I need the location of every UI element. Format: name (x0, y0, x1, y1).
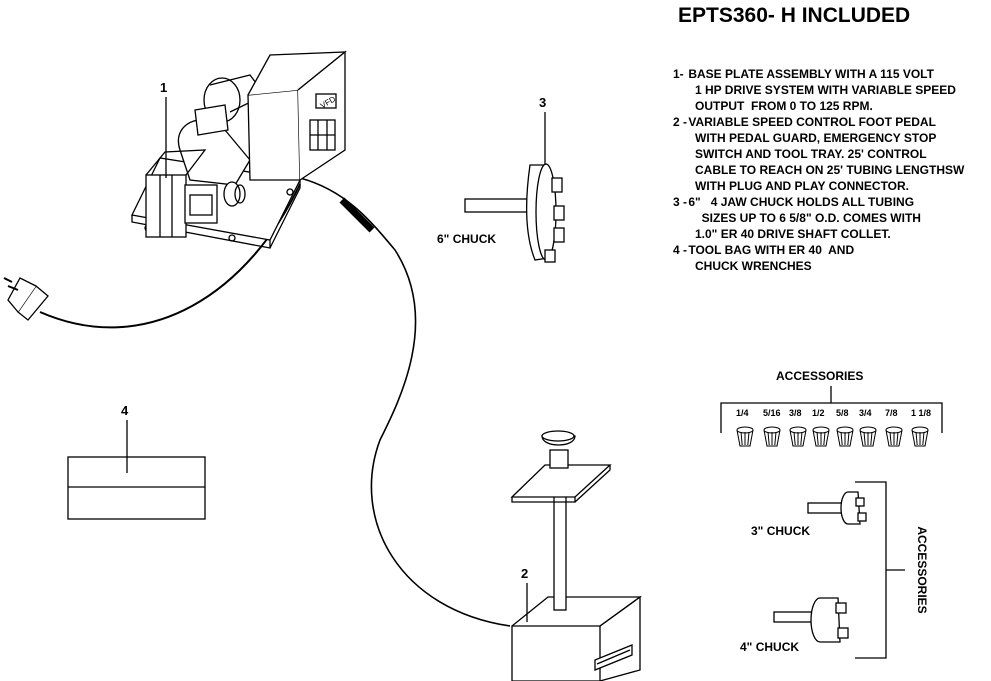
description-list: 1- BASE PLATE ASSEMBLY WITH A 115 VOLT 1… (673, 66, 991, 274)
page-title: EPTS360- H INCLUDED (678, 4, 911, 27)
description-line: 1- BASE PLATE ASSEMBLY WITH A 115 VOLT (673, 66, 991, 82)
description-number (673, 162, 685, 178)
description-line: 1.0" ER 40 DRIVE SHAFT COLLET. (673, 226, 991, 242)
description-number (673, 146, 685, 162)
description-text: BASE PLATE ASSEMBLY WITH A 115 VOLT (685, 67, 934, 81)
description-text: 6" 4 JAW CHUCK HOLDS ALL TUBING (685, 195, 915, 209)
collet-size-label: 7/8 (885, 408, 898, 418)
chuck-6-label: 6" CHUCK (437, 232, 497, 246)
callout-1: 1 (160, 80, 168, 95)
accessories-side-label: ACCESSORIES (915, 526, 929, 614)
collet-size-label: 1 1/8 (911, 408, 932, 418)
collet-size-label: 1/4 (736, 408, 749, 418)
description-text: WITH PEDAL GUARD, EMERGENCY STOP (685, 131, 937, 145)
description-number (673, 82, 685, 98)
description-text: SWITCH AND TOOL TRAY. 25' CONTROL (685, 147, 927, 161)
description-number (673, 178, 685, 194)
description-number: 1- (673, 67, 684, 81)
description-text: CHUCK WRENCHES (685, 259, 812, 273)
chuck-3-label: 3" CHUCK (751, 524, 811, 538)
description-line: CABLE TO REACH ON 25' TUBING LENGTHSW (673, 162, 991, 178)
collets-row (736, 426, 929, 447)
description-text: 1.0" ER 40 DRIVE SHAFT COLLET. (685, 227, 891, 241)
foot-pedal-drawing (510, 430, 643, 681)
callout-2: 2 (521, 566, 529, 581)
description-number (673, 258, 685, 274)
control-cable (299, 177, 511, 627)
cable-connector (339, 197, 375, 233)
callout-4: 4 (121, 403, 129, 418)
description-line: WITH PLUG AND PLAY CONNECTOR. (673, 178, 991, 194)
description-text: CABLE TO REACH ON 25' TUBING LENGTHSW (685, 163, 965, 177)
collet-size-label: 5/8 (836, 408, 849, 418)
description-text: TOOL BAG WITH ER 40 AND (685, 243, 855, 257)
accessories-title: ACCESSORIES (776, 369, 864, 383)
description-text: 1 HP DRIVE SYSTEM WITH VARIABLE SPEED (685, 83, 956, 97)
description-number (673, 98, 685, 114)
description-number: 2 - (673, 115, 688, 129)
collet-size-label: 5/16 (763, 408, 781, 418)
chuck-3-drawing (807, 491, 867, 525)
description-text: WITH PLUG AND PLAY CONNECTOR. (685, 179, 910, 193)
power-plug (3, 277, 49, 321)
description-text: SIZES UP TO 6 5/8" O.D. COMES WITH (685, 211, 921, 225)
description-number (673, 226, 685, 242)
description-number: 3 - (673, 195, 688, 209)
description-line: CHUCK WRENCHES (673, 258, 991, 274)
tool-bag-drawing (67, 456, 206, 520)
description-line: WITH PEDAL GUARD, EMERGENCY STOP (673, 130, 991, 146)
description-number (673, 210, 685, 226)
description-line: OUTPUT FROM 0 TO 125 RPM. (673, 98, 991, 114)
description-number: 4 - (673, 243, 688, 257)
collet-size-label: 1/2 (812, 408, 825, 418)
description-line: 2 - VARIABLE SPEED CONTROL FOOT PEDAL (673, 114, 991, 130)
description-number (673, 130, 685, 146)
description-line: SIZES UP TO 6 5/8" O.D. COMES WITH (673, 210, 991, 226)
collet-size-label: 3/4 (859, 408, 872, 418)
description-line: SWITCH AND TOOL TRAY. 25' CONTROL (673, 146, 991, 162)
description-line: 3 - 6" 4 JAW CHUCK HOLDS ALL TUBING (673, 194, 991, 210)
description-line: 4 - TOOL BAG WITH ER 40 AND (673, 242, 991, 258)
accessories-bracket (720, 402, 943, 433)
description-line: 1 HP DRIVE SYSTEM WITH VARIABLE SPEED (673, 82, 991, 98)
base-plate-assembly (131, 50, 347, 249)
description-text: VARIABLE SPEED CONTROL FOOT PEDAL (685, 115, 936, 129)
description-text: OUTPUT FROM 0 TO 125 RPM. (685, 99, 873, 113)
chuck-4-drawing (773, 597, 849, 643)
chuck-6-drawing (464, 163, 565, 263)
chuck-4-label: 4" CHUCK (740, 640, 800, 654)
callout-3: 3 (539, 95, 547, 110)
collet-size-label: 3/8 (789, 408, 802, 418)
